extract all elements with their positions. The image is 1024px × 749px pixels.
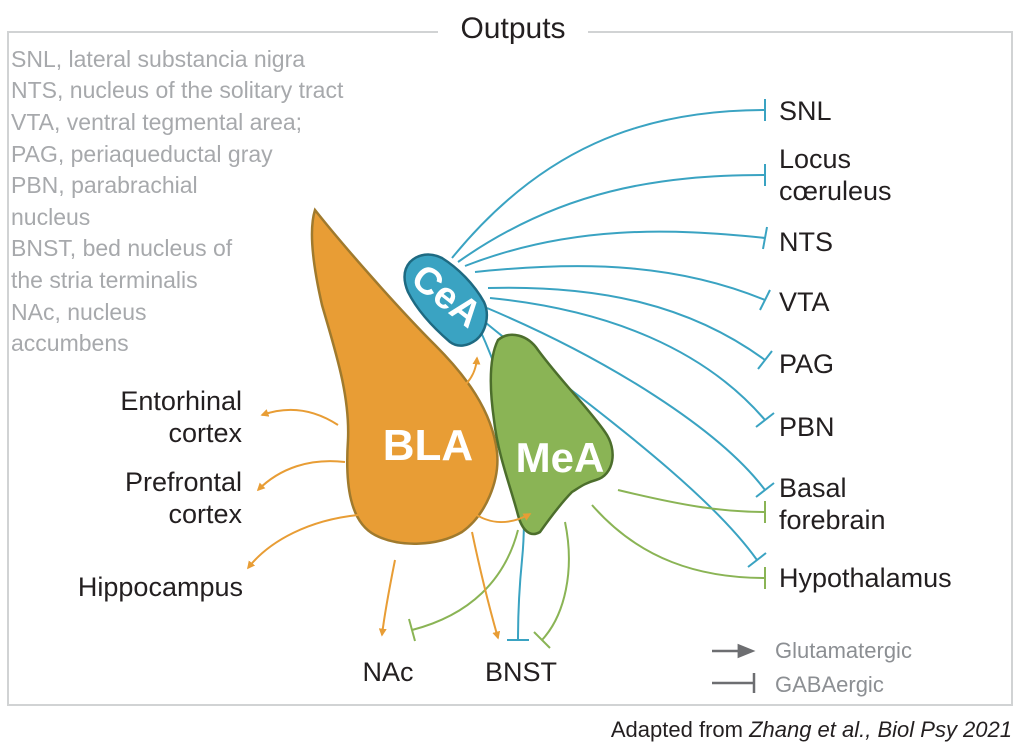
- target-pbn: PBN: [779, 412, 835, 442]
- cea-to-vta: [474, 265, 766, 301]
- target-vta: VTA: [779, 287, 830, 317]
- target-snl: SNL: [779, 96, 832, 126]
- abbr-bnst: BNST, bed nucleus of: [11, 235, 233, 261]
- mea-to-bnst: [541, 521, 570, 641]
- label-entorhinal-line1: Entorhinal: [120, 386, 242, 416]
- abbr-nts: NTS, nucleus of the solitary tract: [11, 77, 344, 103]
- mea-to-hypothalamus: [591, 504, 766, 579]
- bla-to-prefrontal: [256, 460, 346, 492]
- mea-to-nac: [411, 529, 519, 631]
- mea-label: MeA: [516, 434, 605, 481]
- outputs-frame: [7, 31, 1013, 706]
- label-bnst: BNST: [485, 657, 557, 687]
- bla-targets: Entorhinal cortex Prefrontal cortex Hipp…: [78, 386, 557, 687]
- abbr-nac-cont: accumbens: [11, 330, 129, 356]
- cea-region: [403, 253, 488, 347]
- abbr-nac: NAc, nucleus: [11, 299, 147, 325]
- abbr-vta: VTA, ventral tegmental area;: [11, 109, 302, 135]
- cea-to-pbn: [489, 297, 766, 421]
- mea-projections: [408, 489, 766, 649]
- legend-gabaergic: GABAergic: [775, 672, 884, 697]
- bla-to-bnst: [471, 531, 501, 640]
- abbr-pag: PAG, periaqueductal gray: [11, 141, 273, 167]
- credit-prefix: Adapted from: [611, 717, 749, 742]
- cea-to-locus: [457, 174, 766, 263]
- legend-glutamatergic: Glutamatergic: [775, 638, 912, 663]
- abbr-pbn: PBN, parabrachial: [11, 172, 198, 198]
- bla-region: [310, 207, 499, 545]
- cea-to-pag: [487, 286, 766, 361]
- label-prefrontal-line1: Prefrontal: [125, 467, 242, 497]
- bla-to-hippocampus: [247, 514, 359, 570]
- credit-citation: Zhang et al., Biol Psy 2021: [748, 717, 1012, 742]
- label-nac: NAc: [362, 657, 413, 687]
- abbr-snl: SNL, lateral substancia nigra: [11, 46, 305, 72]
- target-locus-line1: Locus: [779, 144, 851, 174]
- bla-to-entorhinal: [260, 408, 339, 426]
- cea-to-basal-forebrain: [486, 307, 766, 491]
- label-prefrontal-line2: cortex: [168, 499, 242, 529]
- bla-label: BLA: [383, 421, 473, 470]
- cea-to-nts: [464, 230, 766, 267]
- target-basal-line1: Basal: [779, 473, 847, 503]
- mea-region: [489, 333, 614, 536]
- target-nts: NTS: [779, 227, 833, 257]
- mea-to-basal-forebrain: [617, 489, 766, 513]
- target-hypothalamus: Hypothalamus: [779, 563, 952, 593]
- target-basal-line2: forebrain: [779, 505, 886, 535]
- source-credit: Adapted from Zhang et al., Biol Psy 2021: [611, 717, 1012, 742]
- label-hippocampus: Hippocampus: [78, 572, 243, 602]
- abbr-pbn-cont: nucleus: [11, 204, 90, 230]
- target-locus-line2: cœruleus: [779, 176, 892, 206]
- label-entorhinal-line2: cortex: [168, 418, 242, 448]
- bla-to-nac: [378, 559, 396, 637]
- bla-projections: [247, 356, 532, 640]
- abbr-bnst-cont: the stria terminalis: [11, 267, 198, 293]
- target-pag: PAG: [779, 349, 834, 379]
- abbreviation-key: SNL, lateral substancia nigra NTS, nucle…: [11, 46, 344, 356]
- cea-to-snl: [451, 109, 766, 259]
- frame-title: Outputs: [460, 12, 565, 45]
- bla-to-cea: [464, 356, 481, 386]
- bla-to-mea: [471, 511, 532, 523]
- output-targets: SNL Locus cœruleus NTS VTA PAG PBN Basal…: [779, 96, 952, 593]
- legend: Glutamatergic GABAergic: [712, 638, 912, 697]
